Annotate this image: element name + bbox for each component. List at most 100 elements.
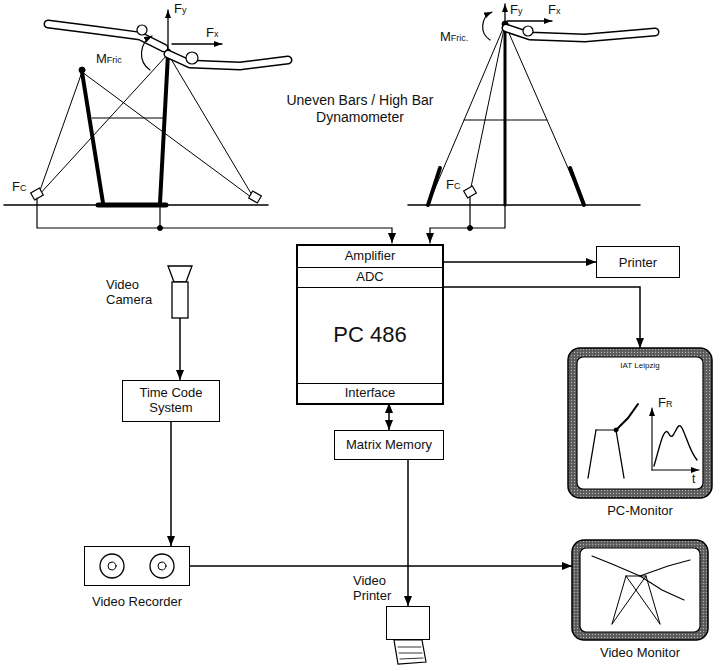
moment-arc <box>483 12 492 40</box>
section-label: Interface <box>300 386 440 401</box>
stick-figure-sketch <box>592 556 640 576</box>
monitor-frame <box>572 540 708 640</box>
force-vector <box>504 4 505 22</box>
ground-line <box>408 204 640 206</box>
bar-rail <box>79 67 85 73</box>
tape-reel <box>108 562 116 570</box>
signal-connector <box>407 460 409 606</box>
signal-wire <box>430 205 505 243</box>
device-label: Video Printer <box>353 574 397 603</box>
monitor-frame <box>568 348 712 498</box>
monitor-screen <box>580 548 700 632</box>
gymnast-figure <box>48 24 164 48</box>
box-label: Printer <box>619 255 657 270</box>
bar-strut <box>570 168 584 205</box>
bar-strut <box>428 168 440 205</box>
junction-dot <box>468 226 473 231</box>
cable-anchor <box>249 191 262 203</box>
moment-label: MFric <box>96 52 122 66</box>
video-printer: Video Printer <box>386 606 430 640</box>
signal-connector <box>444 287 640 348</box>
force-sensor <box>464 186 477 198</box>
gymnast-head <box>137 25 147 35</box>
device-label: Video Recorder <box>65 595 209 610</box>
computer-box: PC 486 AmplifierADC Interface <box>296 244 444 405</box>
stick-figure-sketch <box>646 576 660 624</box>
bar-pole <box>160 54 168 203</box>
guy-cable <box>430 24 505 200</box>
force-label: FC <box>12 180 26 194</box>
junction-dot <box>158 226 163 231</box>
adc-section: ADC <box>298 268 442 288</box>
force-label: FC <box>446 178 460 192</box>
tape-reel <box>100 554 124 578</box>
screen-sketch <box>588 430 596 478</box>
force-vector <box>507 20 552 21</box>
plot-axis <box>652 469 699 470</box>
gymnast-head <box>186 52 198 64</box>
device-label: Video Monitor <box>562 646 718 661</box>
apparatus-caption: Uneven Bars / High Bar Dynamometer <box>262 92 458 126</box>
signal-wire <box>159 207 160 228</box>
force-vector <box>172 43 222 44</box>
screen-sketch <box>614 428 618 432</box>
monitor-screen <box>577 357 703 489</box>
stick-figure-sketch <box>626 576 646 577</box>
gymnast-head <box>523 26 533 36</box>
signal-connector <box>444 261 596 263</box>
signal-wire <box>37 198 392 243</box>
gymnast-figure <box>48 24 164 48</box>
printer-paper <box>399 653 422 654</box>
section-label: Amplifier <box>300 249 440 264</box>
signal-connector <box>179 318 181 380</box>
box-label: Matrix Memory <box>346 438 432 453</box>
camera-body <box>172 282 188 318</box>
process-box: Matrix Memory <box>334 430 444 460</box>
ground-line <box>4 204 268 206</box>
interface-section: Interface <box>298 383 442 403</box>
amplifier-section: Amplifier <box>298 246 442 268</box>
force-label: Fy <box>510 3 522 17</box>
guy-cable <box>82 72 255 200</box>
bar-pole <box>504 24 507 205</box>
section-label: ADC <box>300 270 440 285</box>
signal-connector <box>170 422 172 546</box>
guy-cable <box>38 72 82 196</box>
device-label: PC-Monitor <box>558 504 720 519</box>
axis-label: t <box>692 473 695 486</box>
stick-figure-sketch <box>612 576 626 624</box>
stick-figure-sketch <box>626 576 660 624</box>
plot-curve <box>654 426 697 466</box>
process-box: Time Code System <box>122 380 220 422</box>
printer-paper <box>400 658 423 659</box>
screen-sketch <box>616 430 624 478</box>
video-camera: Video Camera <box>166 266 194 318</box>
force-label: Fy <box>174 2 186 16</box>
bar-base <box>98 203 166 208</box>
guy-cable <box>38 54 168 196</box>
stick-figure-sketch <box>640 560 690 576</box>
device-label: Video Camera <box>106 278 160 308</box>
force-vector <box>167 10 168 50</box>
tape-reel <box>158 562 166 570</box>
pc-monitor: IAT LeipzigPC-Monitor <box>568 348 712 498</box>
guy-cable <box>470 24 505 192</box>
brace <box>92 118 163 119</box>
force-label: Fx <box>548 3 560 17</box>
computer-label: PC 486 <box>298 288 442 383</box>
stick-figure-sketch <box>612 576 646 624</box>
printer-paper <box>394 640 426 664</box>
signal-connector <box>388 403 390 430</box>
moment-arc <box>141 36 152 70</box>
force-label: Fx <box>206 26 218 40</box>
plot-axis <box>651 408 652 470</box>
signal-connector <box>190 565 572 567</box>
axis-label: FR <box>658 396 672 410</box>
screen-sketch <box>616 404 638 430</box>
stick-figure-sketch <box>640 576 684 600</box>
camera-lens <box>168 266 192 282</box>
screen-sketch <box>596 430 616 431</box>
moment-label: MFric. <box>440 30 468 44</box>
tape-reel <box>150 554 174 578</box>
